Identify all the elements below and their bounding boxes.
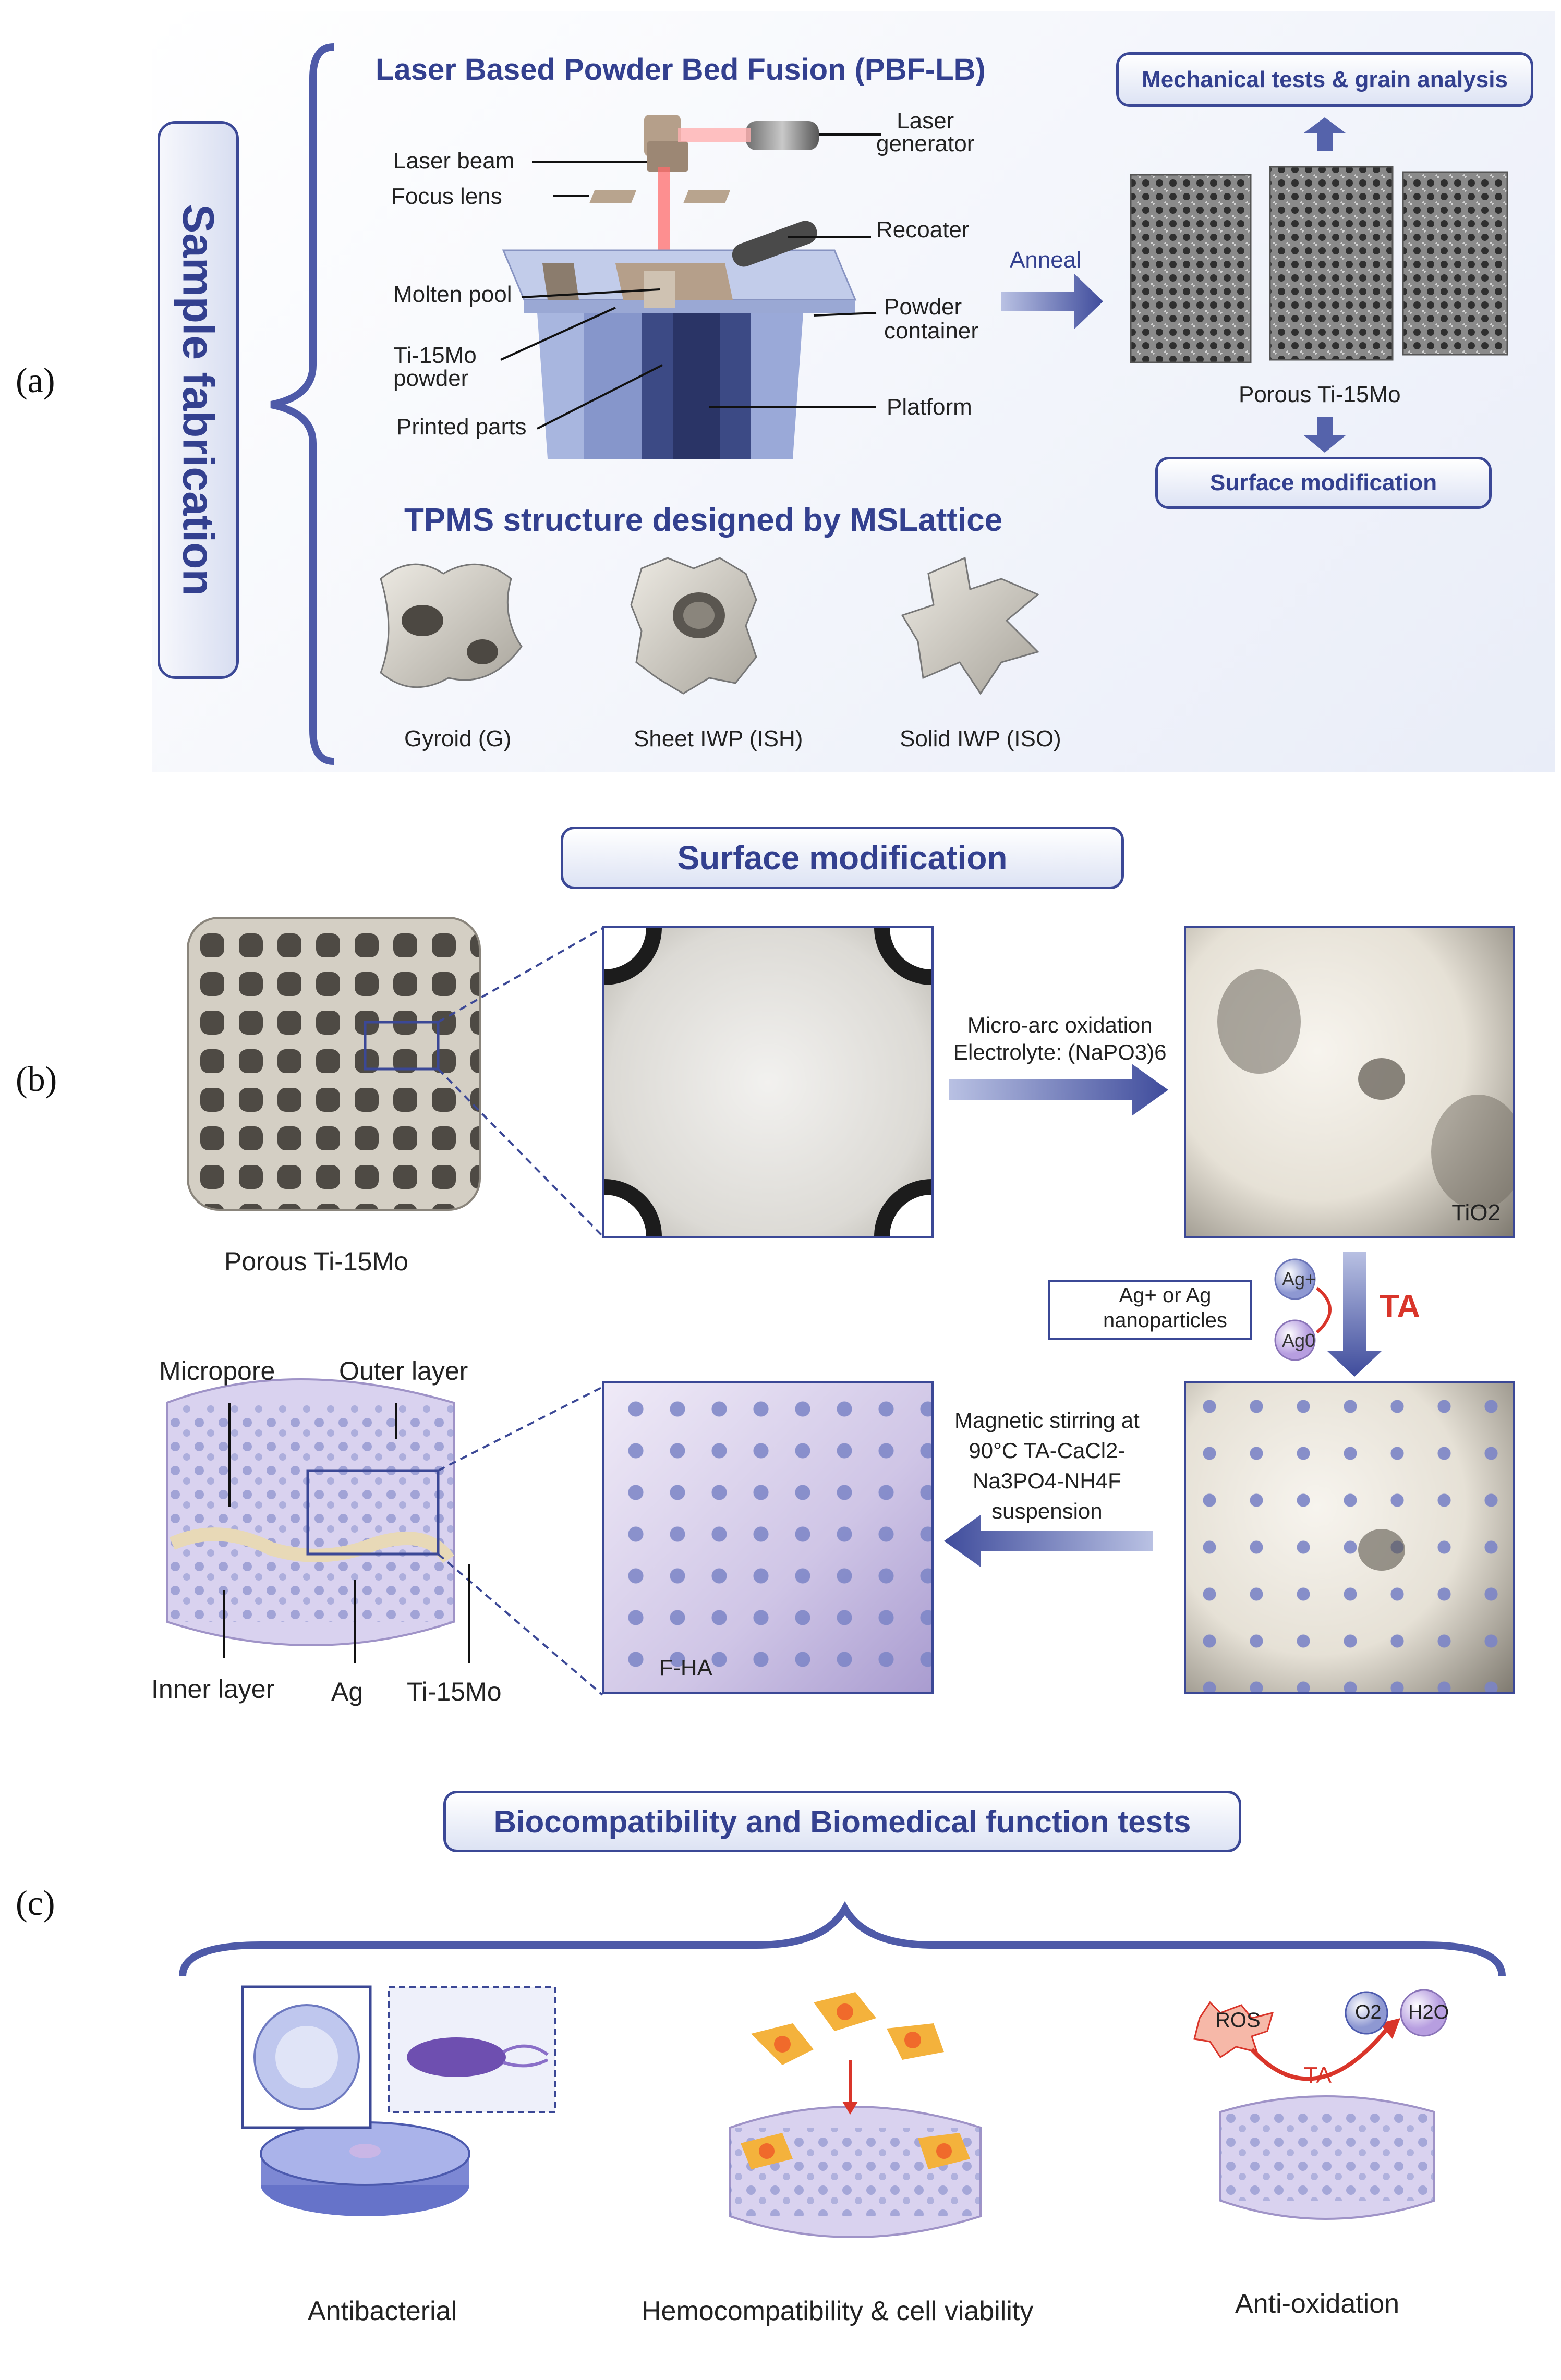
label-anti-oxidation: Anti-oxidation (1235, 2289, 1400, 2319)
label-h2o: H2O (1408, 2001, 1449, 2023)
mao-arrow (949, 1064, 1168, 1116)
label-micropore: Micropore (159, 1356, 275, 1386)
label-laser-beam: Laser beam (393, 148, 515, 174)
label-ti15mo-b: Ti-15Mo (407, 1677, 502, 1706)
brace-a (270, 43, 334, 765)
ta-arrow (1327, 1252, 1382, 1377)
tpms-title: TPMS structure designed by MSLattice (404, 502, 1003, 538)
mech-tests-box: Mechanical tests & grain analysis (1116, 52, 1533, 107)
label-ta-b: TA (1380, 1289, 1421, 1325)
label-tio2: TiO2 (1451, 1200, 1501, 1225)
sample-fabrication-label: Sample fabrication (158, 121, 239, 679)
label-solid-iwp: Solid IWP (ISO) (900, 726, 1061, 751)
coated-cylinder (166, 1378, 455, 1646)
label-outer-layer: Outer layer (339, 1356, 468, 1386)
zoom-tio2-surface: TiO2 (1184, 926, 1515, 1238)
pbf-title: Laser Based Powder Bed Fusion (PBF-LB) (376, 53, 986, 87)
down-arrow-surface (1304, 417, 1346, 453)
label-gyroid: Gyroid (G) (404, 726, 512, 751)
ag-legend (1048, 1280, 1252, 1340)
label-ros: ROS (1215, 2009, 1261, 2032)
label-sheet-iwp: Sheet IWP (ISH) (634, 726, 803, 751)
porous-blocks (1130, 166, 1508, 363)
anti-oxidation-scaffold (1193, 1989, 1448, 2220)
cell-scaffold (729, 1992, 982, 2238)
petri-dish (241, 1985, 556, 2216)
brace-c (179, 1901, 1506, 1977)
sheet-iwp-shape (630, 557, 757, 695)
label-fha: F-HA (659, 1655, 712, 1681)
biocompatibility-title: Biocompatibility and Biomedical function… (443, 1791, 1241, 1852)
label-anneal: Anneal (1010, 247, 1082, 273)
label-porous-ti15mo-a: Porous Ti-15Mo (1239, 382, 1401, 407)
anneal-arrow (1001, 274, 1103, 329)
leader-lines-a (500, 133, 881, 430)
label-molten-pool: Molten pool (393, 282, 512, 307)
label-focus-lens: Focus lens (391, 184, 502, 209)
zoom-ti-surface (602, 926, 934, 1238)
stirring-arrow (944, 1515, 1153, 1567)
zoom-fha-surface: F-HA (602, 1381, 934, 1694)
label-printed-parts: Printed parts (396, 414, 527, 440)
label-antibacterial: Antibacterial (308, 2296, 457, 2326)
solid-iwp-shape (901, 556, 1039, 695)
panel-c-label: (c) (16, 1883, 55, 1923)
porous-cylinder (187, 917, 481, 1211)
gyroid-shape (380, 563, 523, 688)
panel-b-label: (b) (16, 1059, 57, 1099)
label-porous-ti15mo-b: Porous Ti-15Mo (224, 1247, 408, 1276)
panel-a-label: (a) (16, 360, 55, 400)
label-recoater: Recoater (876, 217, 970, 242)
label-ag-plus: Ag+ (1282, 1268, 1316, 1290)
up-arrow-mech (1304, 117, 1346, 151)
label-ag-zero: Ag0 (1282, 1330, 1316, 1351)
label-platform: Platform (887, 394, 972, 420)
label-hemocompatibility: Hemocompatibility & cell viability (642, 2296, 1034, 2326)
surface-modification-box-a: Surface modification (1155, 457, 1492, 509)
label-o2: O2 (1355, 2001, 1382, 2023)
zoom-ag-loaded-surface (1184, 1381, 1515, 1694)
surface-modification-title: Surface modification (561, 827, 1124, 889)
pbf-machine (502, 115, 857, 459)
label-ta-c: TA (1304, 2062, 1332, 2088)
label-ag: Ag (331, 1677, 364, 1706)
label-inner-layer: Inner layer (151, 1674, 275, 1704)
